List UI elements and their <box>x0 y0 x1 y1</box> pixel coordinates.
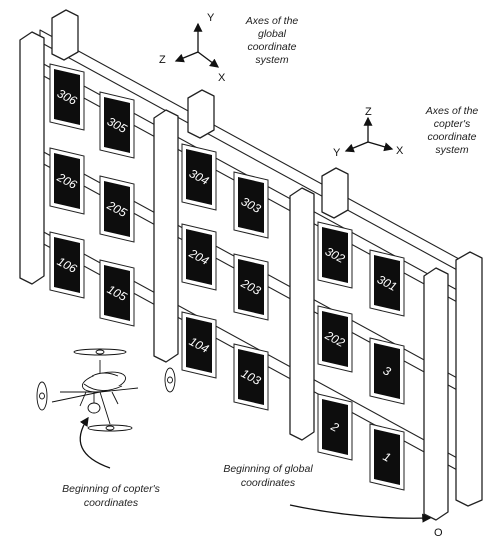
aruco-marker: 302 <box>317 221 353 289</box>
marker-tag <box>322 399 348 455</box>
propeller-icon <box>164 367 176 393</box>
caption-line: Axes of the <box>245 15 299 27</box>
marker-tag <box>238 349 264 405</box>
caption-line: coordinates <box>241 477 296 489</box>
global-axes: Y Z X <box>159 12 226 84</box>
copter-origin-caption: Beginning of copter's coordinates <box>62 483 160 509</box>
caption-line: coordinate <box>427 131 476 143</box>
aruco-marker: 205 <box>99 175 135 243</box>
marker-tag <box>104 265 130 321</box>
marker-grid: 306 305 206 205 106 105 304 303 204 203 104 103 302 3… <box>49 63 405 491</box>
caption-line: coordinates <box>84 497 139 509</box>
global-origin-caption: Beginning of global coordinates <box>223 463 313 489</box>
aruco-marker: 105 <box>99 259 135 327</box>
propeller-icon <box>87 424 133 432</box>
marker-tag <box>186 317 212 373</box>
aruco-marker: 204 <box>181 223 217 291</box>
copter-axis-z-label: Z <box>365 106 372 118</box>
caption-line: system <box>255 54 289 66</box>
caption-line: copter's <box>434 118 471 130</box>
marker-tag <box>238 259 264 315</box>
copter-axis-x-label: X <box>396 145 404 157</box>
rear-posts <box>51 9 483 507</box>
aruco-marker: 304 <box>181 143 217 211</box>
drone-illustration <box>36 348 176 432</box>
aruco-marker: 301 <box>369 249 405 317</box>
aruco-marker: 3 <box>369 337 405 405</box>
copter-origin-arrow <box>79 416 111 469</box>
aruco-marker: 202 <box>317 305 353 373</box>
marker-tag <box>54 69 80 125</box>
copter-axis-y-label: Y <box>333 147 341 159</box>
copter-axes-caption: Axes of the copter's coordinate system <box>425 105 479 156</box>
copter-axes: Z Y X <box>333 106 404 159</box>
marker-tag <box>374 343 400 399</box>
drone-body <box>79 371 127 414</box>
propeller-icon <box>73 348 127 356</box>
caption-line: Beginning of global <box>223 463 313 475</box>
marker-tag <box>186 149 212 205</box>
caption-line: Beginning of copter's <box>62 483 160 495</box>
marker-tag <box>374 255 400 311</box>
aruco-marker: 203 <box>233 253 269 321</box>
aruco-marker: 306 <box>49 63 85 131</box>
aruco-marker: 103 <box>233 343 269 411</box>
marker-tag <box>186 229 212 285</box>
marker-tag <box>104 97 130 153</box>
aruco-marker: 303 <box>233 171 269 239</box>
aruco-marker: 206 <box>49 147 85 215</box>
marker-tag <box>54 237 80 293</box>
aruco-marker: 2 <box>317 393 353 461</box>
marker-tag <box>54 153 80 209</box>
global-origin-point-label: O <box>434 527 443 539</box>
marker-tag <box>104 181 130 237</box>
global-axis-x-label: X <box>218 72 226 84</box>
caption-line: Axes of the <box>425 105 479 117</box>
caption-line: system <box>435 144 469 156</box>
marker-tag <box>374 429 400 485</box>
aruco-marker: 1 <box>369 423 405 491</box>
front-posts <box>19 31 449 521</box>
caption-line: global <box>258 28 287 40</box>
global-origin-arrow <box>289 504 432 523</box>
aruco-marker: 305 <box>99 91 135 159</box>
marker-tag <box>322 227 348 283</box>
marker-tag <box>322 311 348 367</box>
global-axes-caption: Axes of the global coordinate system <box>245 15 299 66</box>
caption-line: coordinate <box>247 41 296 53</box>
global-axis-y-label: Y <box>207 12 215 24</box>
propeller-icon <box>36 381 48 411</box>
global-axis-z-label: Z <box>159 54 166 66</box>
aruco-marker: 106 <box>49 231 85 299</box>
aruco-marker: 104 <box>181 311 217 379</box>
marker-tag <box>238 177 264 233</box>
